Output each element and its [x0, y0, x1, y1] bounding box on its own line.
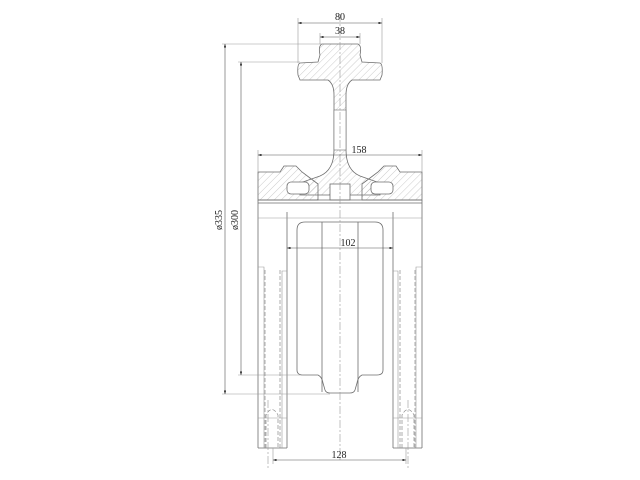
dim-label-335: ø335	[214, 210, 225, 230]
dim-label-300: ø300	[230, 210, 241, 230]
dim-label-38: 38	[335, 26, 345, 37]
wheel-frame	[257, 199, 423, 449]
dim-label-158: 158	[352, 145, 367, 156]
dim-label-80: 80	[335, 12, 345, 23]
right-bearing	[370, 181, 394, 195]
left-bearing	[286, 181, 310, 195]
dim-label-102: 102	[341, 238, 356, 249]
dim-label-128: 128	[332, 450, 347, 461]
